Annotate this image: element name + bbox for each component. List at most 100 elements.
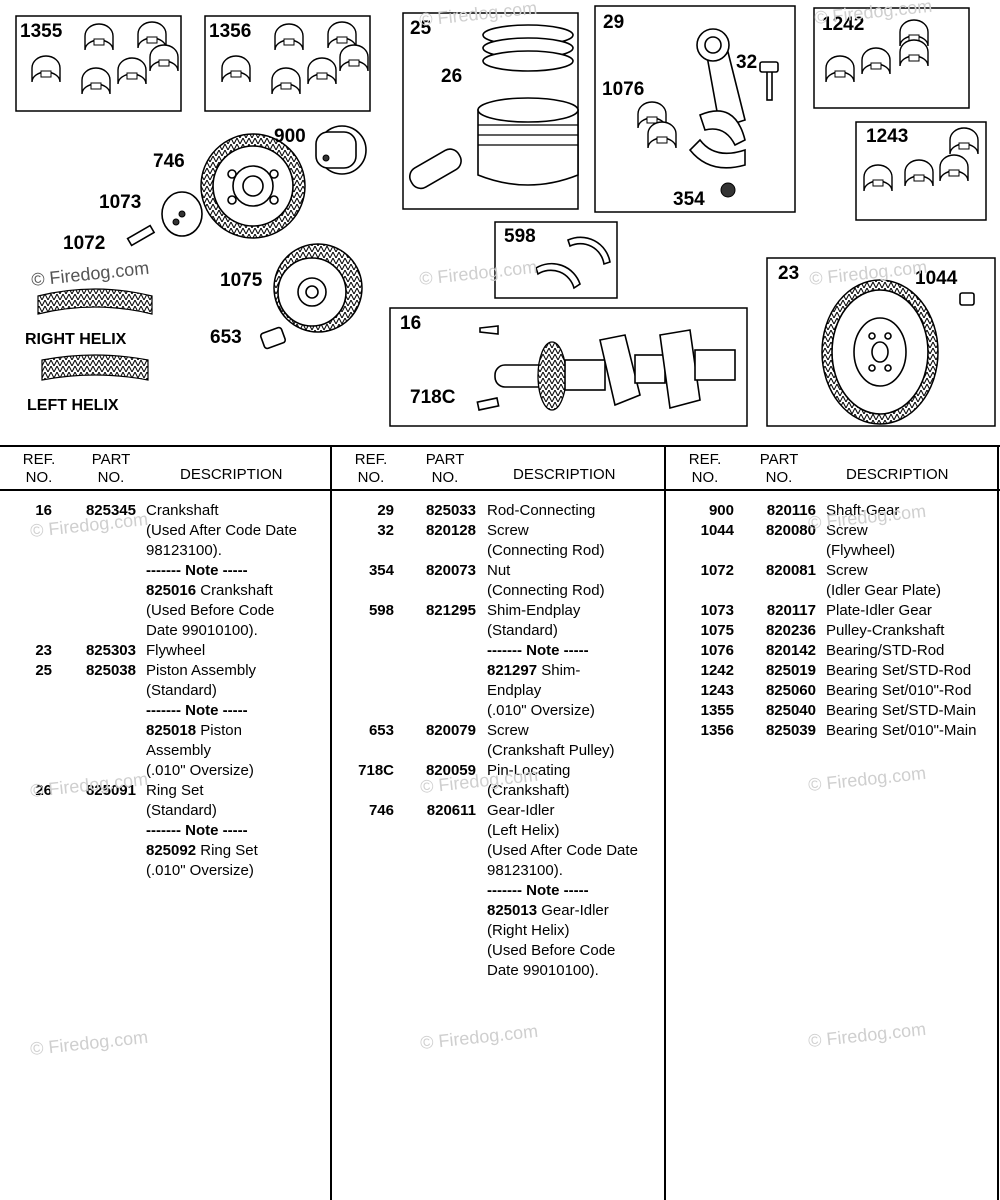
ref-no: 900 xyxy=(708,502,734,519)
description: (Flywheel) xyxy=(826,541,895,561)
table-row: (.010" Oversize) xyxy=(332,701,664,721)
description-text: (Used Before Code xyxy=(487,942,616,959)
bearing-set-1243-box: 1243 xyxy=(855,121,987,221)
description: (Standard) xyxy=(146,681,217,701)
description: (Left Helix) xyxy=(487,821,560,841)
description: ------- Note ----- xyxy=(146,701,248,721)
ref-no: 23 xyxy=(35,642,52,659)
table-row: (Connecting Rod) xyxy=(332,541,664,561)
alt-part-no: 825018 xyxy=(146,722,197,739)
ref-no: 16 xyxy=(35,502,52,519)
description-text: Screw xyxy=(826,522,868,539)
description: (.010" Oversize) xyxy=(487,701,595,721)
description: (Connecting Rod) xyxy=(487,581,605,601)
callout-1073: 1073 xyxy=(99,192,141,213)
table-row: (.010" Oversize) xyxy=(0,861,330,881)
description-text: Date 99010100). xyxy=(487,962,599,979)
shim-endplay-box: 598 xyxy=(494,221,618,299)
description: 821297 Shim- xyxy=(487,661,580,681)
description-text: (Used After Code Date xyxy=(146,522,297,539)
description: Bearing Set/010"-Rod xyxy=(826,681,971,701)
table-row: 825016 Crankshaft xyxy=(0,581,330,601)
description: Pin-Locating xyxy=(487,761,570,781)
part-no: 820080 xyxy=(765,522,816,539)
part-no: 825091 xyxy=(85,782,136,799)
connecting-rod-box: 29 xyxy=(594,5,796,213)
table-row: (Crankshaft) xyxy=(332,781,664,801)
table-row: ------- Note ----- xyxy=(0,821,330,841)
alt-part-no: 825013 xyxy=(487,902,538,919)
table-row: (Standard) xyxy=(332,621,664,641)
table-row: 98123100). xyxy=(0,541,330,561)
box-label-29: 29 xyxy=(603,12,624,33)
watermark-table-8: © Firedog.com xyxy=(807,1018,927,1052)
description-text: Gear-Idler xyxy=(487,802,555,819)
description: (Crankshaft Pulley) xyxy=(487,741,615,761)
description: ------- Note ----- xyxy=(146,821,248,841)
description-text: Flywheel xyxy=(146,642,206,659)
description: 825018 Piston xyxy=(146,721,242,741)
table-row: 825013 Gear-Idler xyxy=(332,901,664,921)
table-divider-3 xyxy=(997,445,999,1200)
part-no: 825040 xyxy=(765,702,816,719)
description-text: (Used Before Code xyxy=(146,602,275,619)
description-text: Plate-Idler Gear xyxy=(826,602,932,619)
description: (Used Before Code xyxy=(487,941,615,961)
description-text: Pin-Locating xyxy=(487,762,571,779)
description: ------- Note ----- xyxy=(487,641,589,661)
table-row: 825018 Piston xyxy=(0,721,330,741)
ref-no: 25 xyxy=(35,662,52,679)
callout-1076: 1076 xyxy=(602,79,644,100)
header-description-1: DESCRIPTION xyxy=(180,466,283,483)
description: Date 99010100). xyxy=(487,961,599,981)
description-text: Bearing Set/STD-Rod xyxy=(826,662,972,679)
ref-no: 32 xyxy=(377,522,394,539)
note-label: ------- Note ----- xyxy=(487,642,589,659)
ref-no: 653 xyxy=(368,722,394,739)
description: Plate-Idler Gear xyxy=(826,601,932,621)
part-no: 820117 xyxy=(766,602,816,619)
description: Shaft-Gear xyxy=(826,501,899,521)
table-row: (Used After Code Date xyxy=(0,521,330,541)
alt-part-no: 821297 xyxy=(487,662,538,679)
callout-354: 354 xyxy=(673,189,705,210)
bearing-set-1356-box: 1356 xyxy=(204,15,371,112)
note-label: ------- Note ----- xyxy=(146,702,248,719)
description-text: Shaft-Gear xyxy=(826,502,900,519)
table-row: (Standard) xyxy=(0,681,330,701)
box-label-598: 598 xyxy=(504,226,536,247)
box-label-16: 16 xyxy=(400,313,421,334)
description: (.010" Oversize) xyxy=(146,761,254,781)
part-no: 820116 xyxy=(766,502,816,519)
table-row: 98123100). xyxy=(332,861,664,881)
description-text: Ring Set xyxy=(146,782,204,799)
description-text: Bearing Set/STD-Main xyxy=(826,702,977,719)
description-text: Crankshaft xyxy=(146,502,219,519)
table-row: Date 99010100). xyxy=(0,621,330,641)
right-helix-gear-icon xyxy=(37,288,153,315)
part-no: 825303 xyxy=(85,642,136,659)
description-text: (Connecting Rod) xyxy=(487,542,605,559)
description-text: Rod-Connecting xyxy=(487,502,596,519)
description: Bearing Set/STD-Main xyxy=(826,701,976,721)
ref-no: 26 xyxy=(35,782,52,799)
watermark-table-5: © Firedog.com xyxy=(807,762,927,796)
part-no: 825038 xyxy=(85,662,136,679)
description-text: Endplay xyxy=(487,682,542,699)
table-row: (Right Helix) xyxy=(332,921,664,941)
description-text: (Used After Code Date xyxy=(487,842,638,859)
table-row: 900 820116 Shaft-Gear xyxy=(666,501,997,521)
ref-no: 1075 xyxy=(700,622,734,639)
table-row: 821297 Shim- xyxy=(332,661,664,681)
description-text: Bearing/STD-Rod xyxy=(826,642,945,659)
table-row: 26 825091 Ring Set xyxy=(0,781,330,801)
callout-1075: 1075 xyxy=(220,270,263,291)
table-row: (Used Before Code xyxy=(0,601,330,621)
callout-1072: 1072 xyxy=(63,233,105,254)
piston-assembly-box: 25 xyxy=(402,12,579,210)
